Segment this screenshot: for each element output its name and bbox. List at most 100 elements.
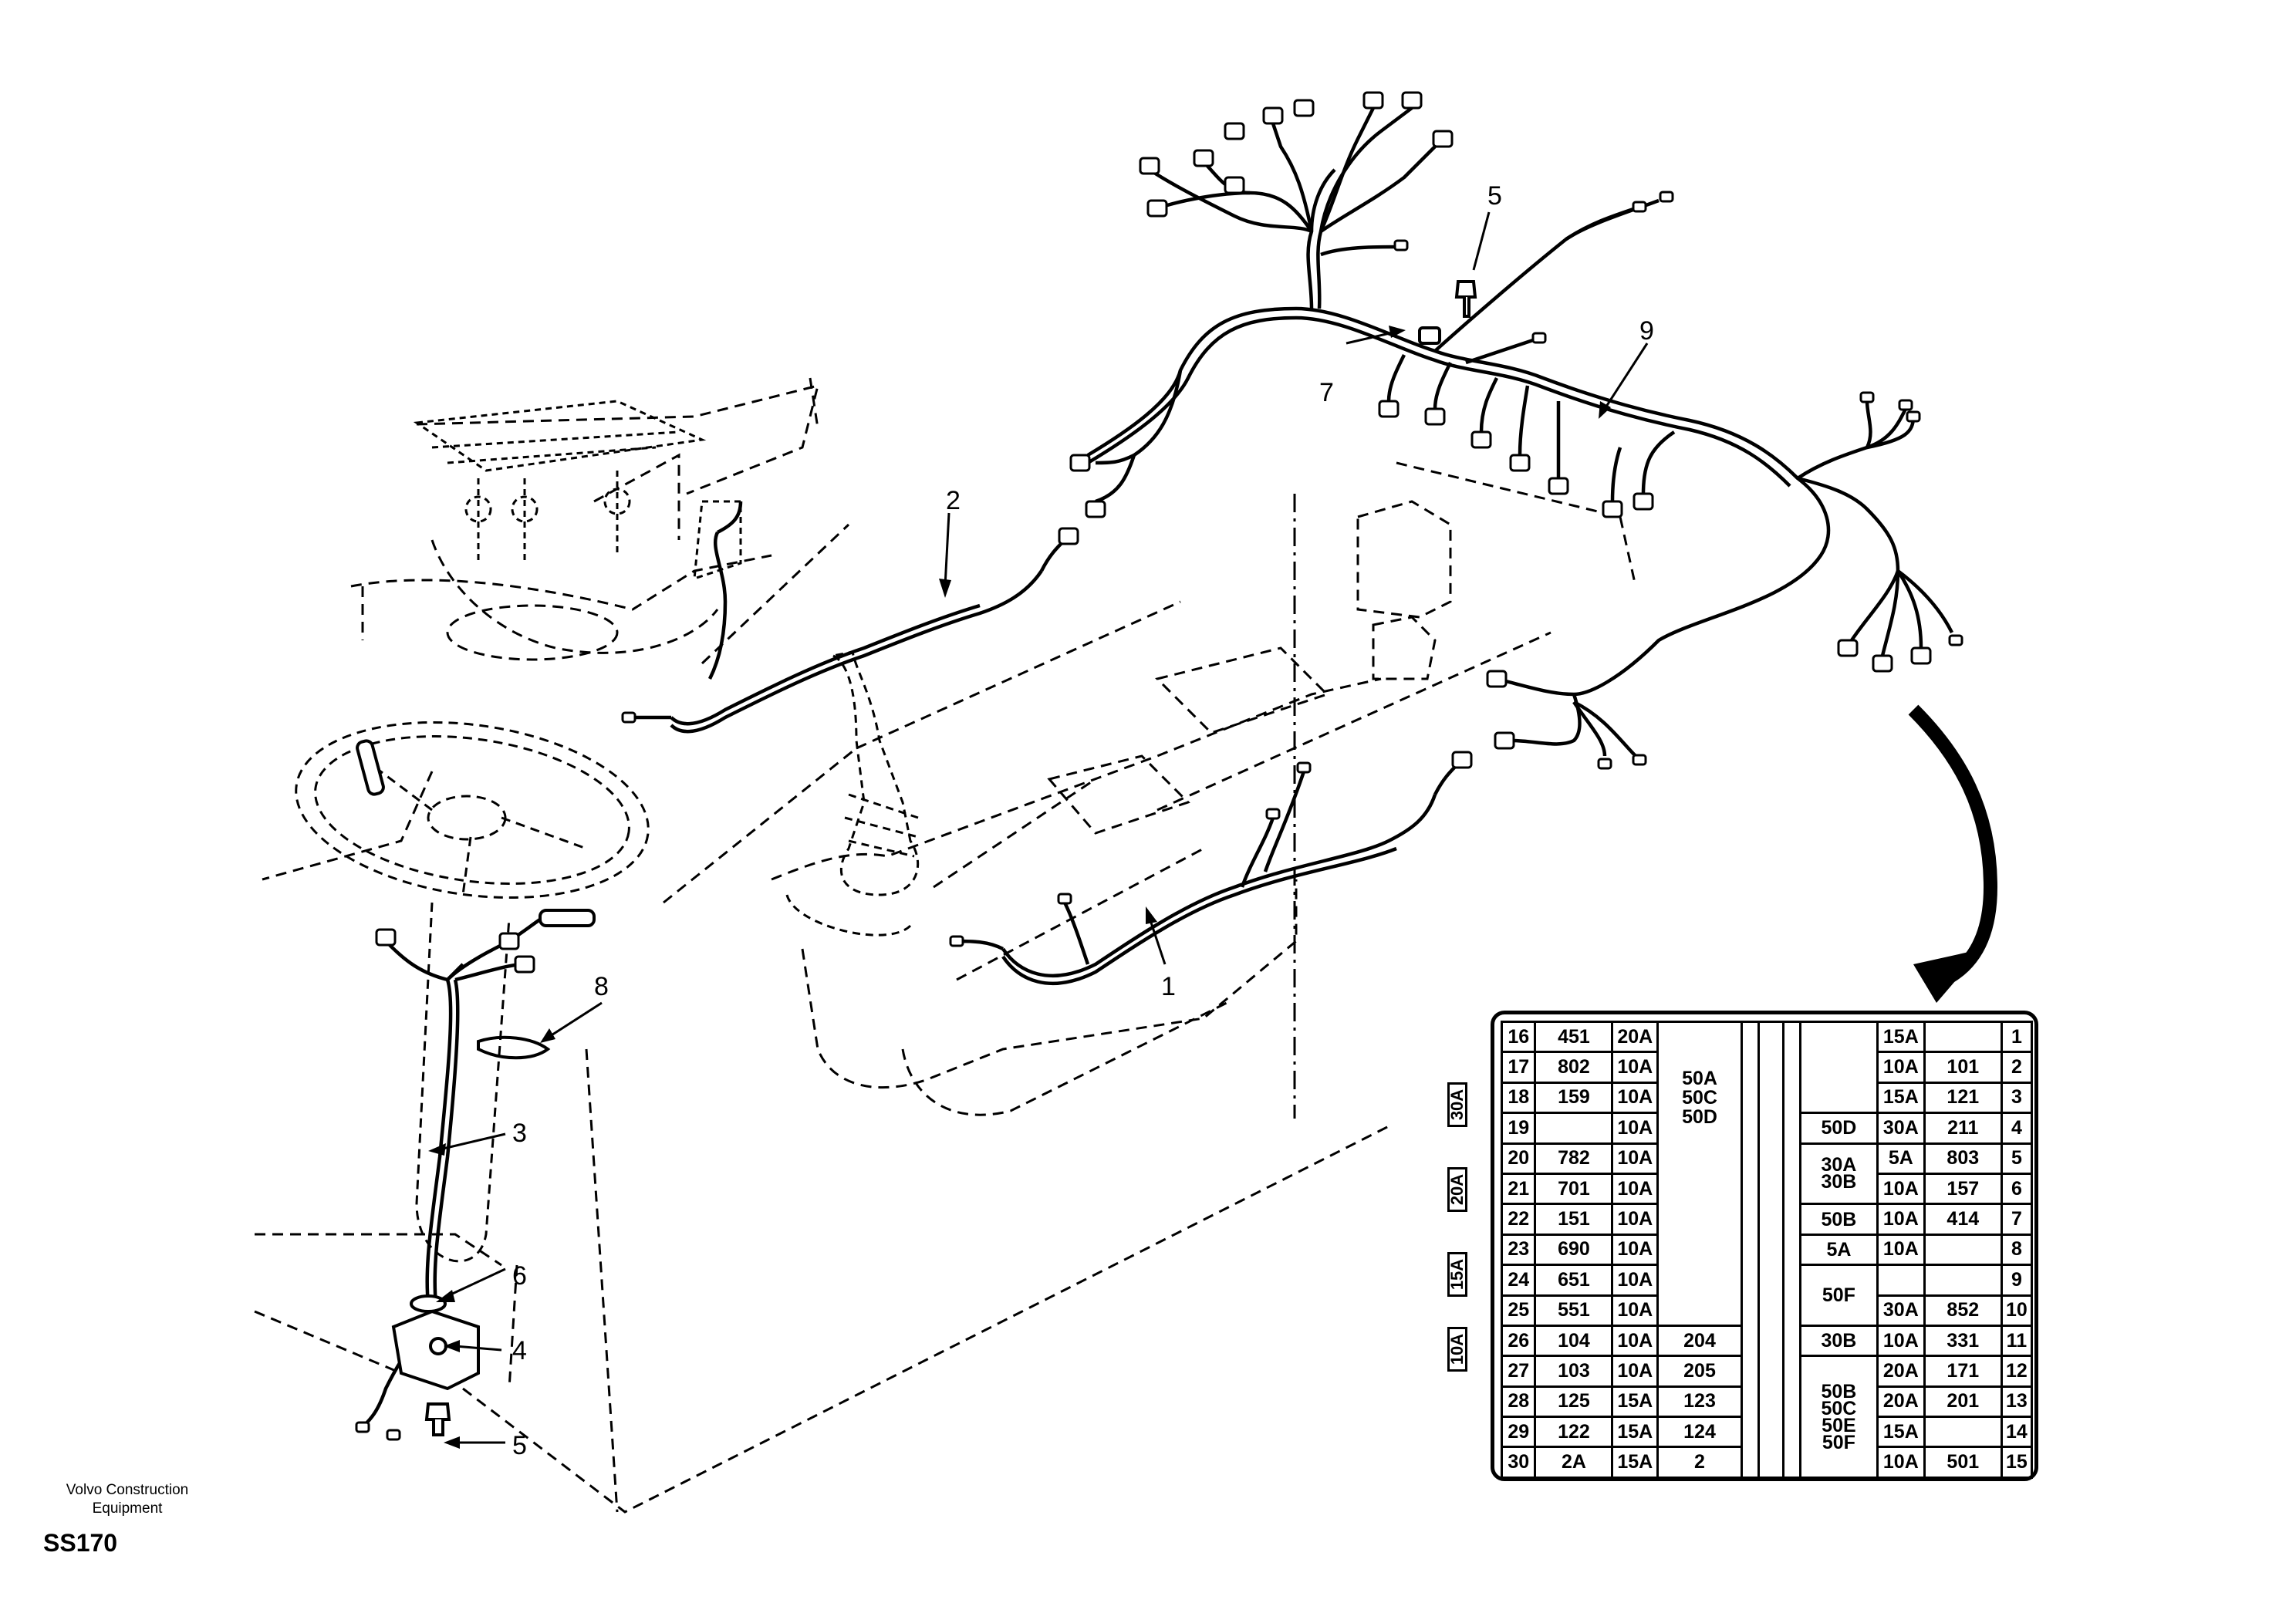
fuse-middle-label: 50F: [1798, 1264, 1879, 1327]
fuse-amp: 5A: [1876, 1142, 1926, 1175]
fuse-wire: 151: [1534, 1203, 1614, 1236]
fuse-number: 17: [1500, 1051, 1537, 1084]
callout-2: 2: [946, 486, 961, 515]
fuse-number: 21: [1500, 1172, 1537, 1206]
fuse-middle-label: 30A 30B: [1798, 1142, 1879, 1206]
fuse-amp: [1876, 1264, 1926, 1297]
fuse-wire: [1923, 1264, 2003, 1297]
fuse-number: 11: [2000, 1324, 2034, 1358]
fuse-amp: 10A: [1611, 1081, 1660, 1115]
callout-9: 9: [1639, 316, 1654, 346]
callout-3: 3: [512, 1119, 527, 1148]
pointer-arrow: [1908, 704, 1998, 987]
callout-1: 1: [1161, 972, 1176, 1001]
fuse-amp: 15A: [1876, 1416, 1926, 1449]
fuse-wire: 803: [1923, 1142, 2003, 1175]
fuse-wire: [1923, 1020, 2003, 1054]
fuse-number: 12: [2000, 1355, 2034, 1388]
fuse-amp: 10A: [1876, 1233, 1926, 1267]
fuse-amp: 10A: [1876, 1051, 1926, 1084]
fuse-number: 24: [1500, 1264, 1537, 1297]
fuse-number: 27: [1500, 1355, 1537, 1388]
fuse-number: 14: [2000, 1416, 2034, 1449]
fuse-amp: 15A: [1611, 1416, 1660, 1449]
side-label-20a: 20A: [1447, 1167, 1467, 1212]
fuse-amp: 20A: [1611, 1020, 1660, 1054]
fuse-separator: [1757, 1021, 1785, 1479]
fuse-number: 1: [2000, 1020, 2034, 1054]
fuse-wire: 852: [1923, 1294, 2003, 1327]
fuse-number: 7: [2000, 1203, 2034, 1236]
fuse-wire: 104: [1534, 1324, 1614, 1358]
figure-code: SS170: [43, 1529, 118, 1557]
callout-7: 7: [1319, 378, 1334, 407]
side-label-10a: 10A: [1447, 1327, 1467, 1372]
callout-4: 4: [512, 1336, 527, 1365]
fuse-amp: 30A: [1876, 1294, 1926, 1327]
company-line-2: Equipment: [92, 1500, 163, 1517]
fuse-wire: [1923, 1233, 2003, 1267]
fuse-amp: 10A: [1611, 1355, 1660, 1388]
fuse-number: 10: [2000, 1294, 2034, 1327]
callout-8: 8: [594, 972, 609, 1001]
fuse-wire: 451: [1534, 1020, 1614, 1054]
harness-wires: [361, 106, 1954, 1429]
fuse-wire: 551: [1534, 1294, 1614, 1327]
fuse-lower-label: 123: [1656, 1385, 1743, 1419]
fuse-lower-label: 2: [1656, 1446, 1743, 1479]
fuse-amp: 20A: [1876, 1385, 1926, 1419]
fuse-amp: 10A: [1876, 1172, 1926, 1206]
fuse-number: 30: [1500, 1446, 1537, 1479]
cab-outline: [254, 377, 1637, 1514]
fuse-wire: 101: [1923, 1051, 2003, 1084]
fuse-number: 22: [1500, 1203, 1537, 1236]
fuse-wire: 171: [1923, 1355, 2003, 1388]
fuse-amp: 10A: [1611, 1172, 1660, 1206]
fuse-wire: 802: [1534, 1051, 1614, 1084]
fuse-amp: 10A: [1876, 1446, 1926, 1479]
fuse-wire: 2A: [1534, 1446, 1614, 1479]
fuse-middle-label: 50B 50C 50E 50F: [1798, 1355, 1879, 1479]
fuse-separator: [1740, 1021, 1760, 1479]
fuse-wire: 122: [1534, 1416, 1614, 1449]
fuse-wire: 501: [1923, 1446, 2003, 1479]
fuse-amp: 10A: [1611, 1142, 1660, 1175]
fuse-amp: 10A: [1611, 1294, 1660, 1327]
fuse-separator: [1782, 1021, 1801, 1479]
fuse-number: 19: [1500, 1112, 1537, 1145]
fuse-wire: 157: [1923, 1172, 2003, 1206]
fuse-amp: 10A: [1611, 1264, 1660, 1297]
fuse-amp: 10A: [1876, 1324, 1926, 1358]
fuse-number: 8: [2000, 1233, 2034, 1267]
fuse-middle-label: [1798, 1020, 1879, 1115]
fuse-amp: 10A: [1611, 1051, 1660, 1084]
fuse-number: 29: [1500, 1416, 1537, 1449]
fuse-wire: 414: [1923, 1203, 2003, 1236]
fuse-box-sketch: [413, 400, 742, 581]
fuse-amp: 15A: [1611, 1446, 1660, 1479]
fuse-number: 2: [2000, 1051, 2034, 1084]
fuse-number: 18: [1500, 1081, 1537, 1115]
callout-arrowheads: [428, 326, 1611, 1449]
fuse-amp: 10A: [1611, 1203, 1660, 1236]
fuse-amp: 15A: [1876, 1020, 1926, 1054]
fuse-number: 23: [1500, 1233, 1537, 1267]
fuse-wire: 103: [1534, 1355, 1614, 1388]
fuse-number: 16: [1500, 1020, 1537, 1054]
side-label-15a: 15A: [1447, 1252, 1467, 1297]
fuse-wire: 121: [1923, 1081, 2003, 1115]
callout-leaders: [439, 211, 1649, 1444]
fuse-number: 28: [1500, 1385, 1537, 1419]
fuse-number: 5: [2000, 1142, 2034, 1175]
fuse-number: 9: [2000, 1264, 2034, 1297]
fuse-wire: [1534, 1112, 1614, 1145]
